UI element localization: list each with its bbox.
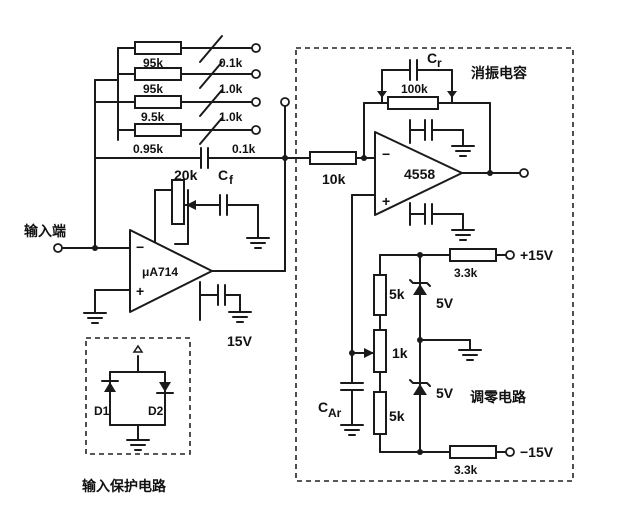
label-osc-cap: 消振电容 xyxy=(471,65,527,82)
resistor-3-3k-top xyxy=(449,248,497,262)
minus15-terminal[interactable] xyxy=(505,447,515,457)
label-5k-bottom: 5k xyxy=(389,408,405,424)
opamp-ua714 xyxy=(53,179,286,324)
output-terminal[interactable] xyxy=(519,168,529,178)
label-plus-4558: + xyxy=(382,193,390,209)
tap-terminal[interactable] xyxy=(251,43,261,53)
label-d1: D1 xyxy=(94,404,110,418)
opamp-4558-section xyxy=(309,59,529,436)
resistor-3-3k-bottom xyxy=(449,445,497,459)
label-95k-a: 95k xyxy=(143,56,163,70)
resistor-95k-a xyxy=(134,41,182,55)
label-5k-top: 5k xyxy=(389,286,405,302)
label-minus15v: −15V xyxy=(520,444,554,460)
label-1k: 1k xyxy=(392,345,408,361)
label-95k-b: 95k xyxy=(143,82,163,96)
label-input-protection: 输入保护电路 xyxy=(82,478,167,495)
zener-top xyxy=(413,284,427,295)
label-d2: D2 xyxy=(148,404,164,418)
resistor-0-95k xyxy=(134,123,182,137)
label-cap-cf: C xyxy=(218,167,228,183)
label-plus: + xyxy=(136,283,144,299)
label-ua714: μA714 xyxy=(142,265,178,279)
input-protection-diodes xyxy=(101,344,174,451)
label-5v-top: 5V xyxy=(436,295,454,311)
resistor-100k xyxy=(387,96,439,110)
label-4558: 4558 xyxy=(404,166,435,182)
label-plus15v: +15V xyxy=(520,247,554,263)
label-100k: 100k xyxy=(401,82,428,96)
label-pot-20k: 20k xyxy=(174,167,198,183)
label-9-5k: 9.5k xyxy=(141,110,165,124)
plus15-terminal[interactable] xyxy=(505,250,515,260)
protection-dashed-box xyxy=(85,337,191,455)
diode-d2 xyxy=(159,382,171,392)
resistor-5k-top xyxy=(373,274,387,316)
selector-terminal[interactable] xyxy=(280,97,290,107)
resistor-5k-bottom xyxy=(373,391,387,435)
pot-1k xyxy=(373,329,387,373)
zero-adjust-network xyxy=(373,248,515,459)
label-cap-cf-sub: f xyxy=(229,173,234,187)
label-cap-cr: C xyxy=(427,50,437,66)
tap-terminal[interactable] xyxy=(251,69,261,79)
label-minus: − xyxy=(136,239,144,255)
label-0-95k: 0.95k xyxy=(133,142,163,156)
label-3-3k-top: 3.3k xyxy=(454,266,478,280)
resistor-10k xyxy=(309,151,357,165)
label-10k: 10k xyxy=(322,171,346,187)
cf-branch xyxy=(94,147,311,169)
input-terminal[interactable] xyxy=(53,243,63,253)
right-dashed-box xyxy=(295,47,574,482)
feedback-network xyxy=(94,35,290,266)
label-tap-0-1k-b: 0.1k xyxy=(232,142,256,156)
label-cap-cm-sub: Ar xyxy=(328,406,342,420)
label-tap-1-0k-b: 1.0k xyxy=(219,110,243,124)
tap-terminal[interactable] xyxy=(251,125,261,135)
label-3-3k-bottom: 3.3k xyxy=(454,463,478,477)
zener-bottom xyxy=(413,384,427,395)
label-cap-cm: C xyxy=(318,399,328,415)
label-zero-adjust: 调零电路 xyxy=(470,389,527,406)
label-tap-1-0k-a: 1.0k xyxy=(219,82,243,96)
label-minus-4558: − xyxy=(382,146,390,162)
label-tap-0-1k-a: 0.1k xyxy=(219,56,243,70)
label-5v-bottom: 5V xyxy=(436,385,454,401)
pot-20k xyxy=(171,179,185,225)
label-cap-cr-sub: r xyxy=(437,56,442,70)
resistor-9-5k xyxy=(134,95,182,109)
diode-d1 xyxy=(104,382,116,392)
label-input-terminal: 输入端 xyxy=(24,223,66,240)
label-15v: 15V xyxy=(227,333,253,349)
tap-terminal[interactable] xyxy=(251,97,261,107)
